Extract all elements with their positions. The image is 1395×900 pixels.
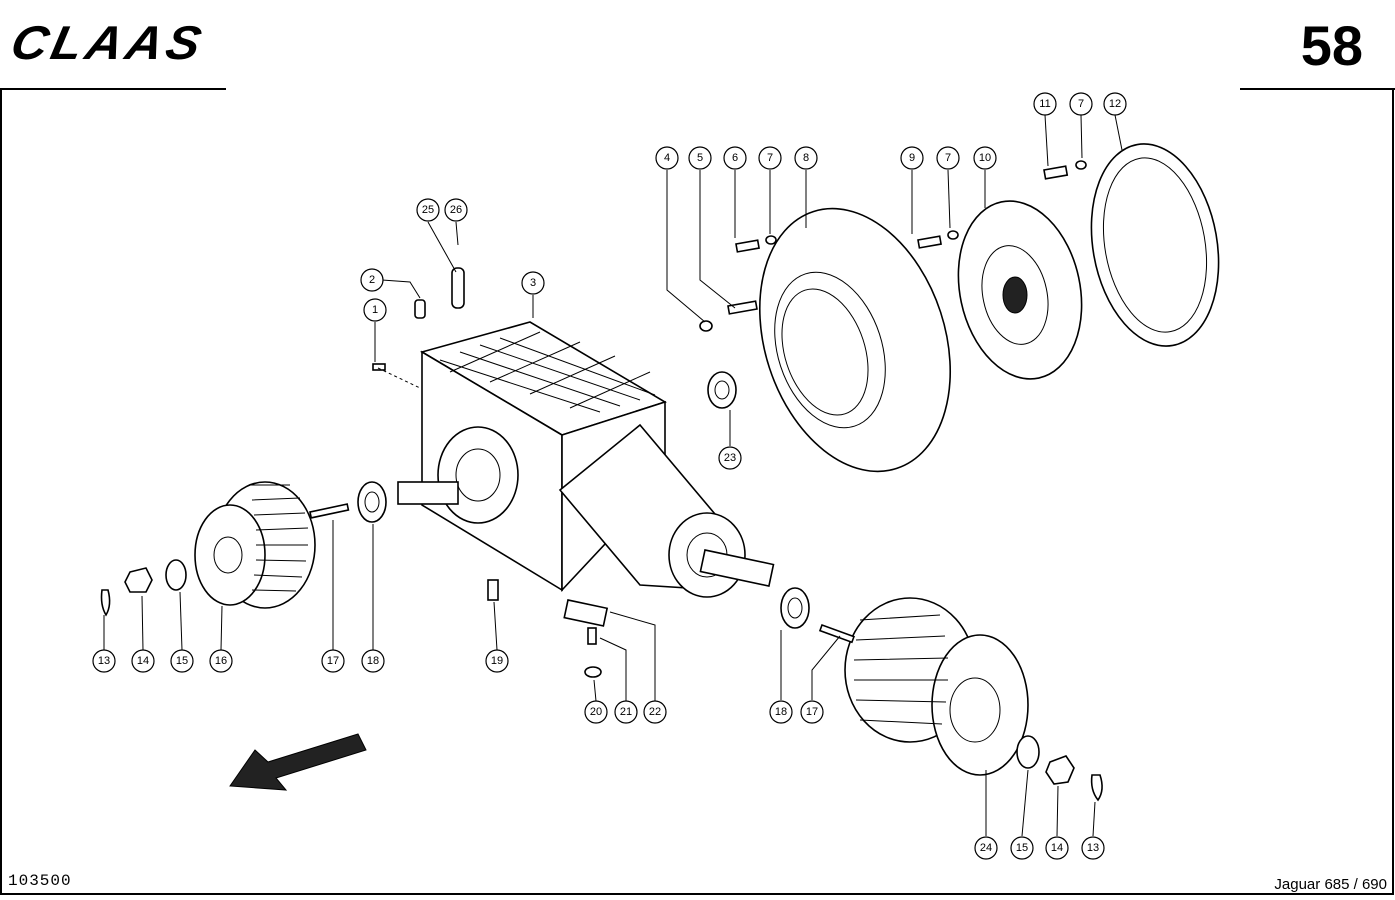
- callout-15: 15: [170, 649, 194, 673]
- callout-7b: 7: [936, 146, 960, 170]
- right-pulley-part-24: [844, 597, 1029, 776]
- svg-text:8: 8: [803, 152, 809, 164]
- page-number: 58: [1300, 14, 1363, 77]
- svg-text:23: 23: [724, 452, 736, 464]
- callout-17: 17: [321, 649, 345, 673]
- clutch-disc-part-10: [957, 200, 1083, 380]
- callout-23: 23: [718, 446, 742, 470]
- svg-text:26: 26: [450, 204, 462, 216]
- callout-25: 25: [416, 198, 440, 222]
- svg-text:15: 15: [176, 655, 188, 667]
- callout-9: 9: [900, 146, 924, 170]
- callout-14b: 14: [1045, 836, 1069, 860]
- svg-text:25: 25: [422, 204, 434, 216]
- svg-text:7: 7: [767, 152, 773, 164]
- svg-text:18: 18: [775, 706, 787, 718]
- svg-text:16: 16: [215, 655, 227, 667]
- frame-top-right-rule: [1240, 88, 1395, 90]
- svg-text:13: 13: [1087, 842, 1099, 854]
- callout-13: 13: [92, 649, 116, 673]
- callout-26: 26: [444, 198, 468, 222]
- frame-left-border: [0, 88, 2, 894]
- callout-11: 11: [1033, 92, 1057, 116]
- flywheel-housing-part-8: [758, 207, 952, 473]
- callout-18b: 18: [769, 700, 793, 724]
- callout-20: 20: [584, 700, 608, 724]
- callout-13b: 13: [1081, 836, 1105, 860]
- callout-21: 21: [614, 700, 638, 724]
- callout-24: 24: [974, 836, 998, 860]
- front-flange-shaft: [397, 426, 519, 524]
- rear-cone-housing: [558, 423, 775, 598]
- left-pulley-part-16: [194, 481, 316, 609]
- svg-text:18: 18: [367, 655, 379, 667]
- callout-22: 22: [643, 700, 667, 724]
- callout-5: 5: [688, 146, 712, 170]
- callout-7: 7: [758, 146, 782, 170]
- svg-text:24: 24: [980, 842, 992, 854]
- svg-text:17: 17: [806, 706, 818, 718]
- svg-text:17: 17: [327, 655, 339, 667]
- svg-text:4: 4: [664, 152, 670, 164]
- svg-text:2: 2: [369, 274, 375, 286]
- svg-text:13: 13: [98, 655, 110, 667]
- svg-text:3: 3: [530, 277, 536, 289]
- callout-8: 8: [794, 146, 818, 170]
- callout-7c: 7: [1069, 92, 1093, 116]
- svg-text:20: 20: [590, 706, 602, 718]
- svg-text:22: 22: [649, 706, 661, 718]
- leader-lines: [103, 114, 1123, 837]
- model-label: Jaguar 685 / 690: [1274, 876, 1387, 893]
- svg-text:19: 19: [491, 655, 503, 667]
- frame-top-left-rule: [0, 88, 226, 90]
- callout-17b: 17: [800, 700, 824, 724]
- callout-15b: 15: [1010, 836, 1034, 860]
- svg-text:11: 11: [1039, 98, 1050, 110]
- callout-4: 4: [655, 146, 679, 170]
- washers-and-fasteners: [100, 160, 1103, 802]
- svg-text:1: 1: [372, 304, 378, 316]
- callout-2: 2: [360, 268, 384, 292]
- callout-10: 10: [973, 146, 997, 170]
- svg-text:21: 21: [620, 706, 632, 718]
- document-number: 103500: [8, 872, 72, 890]
- callout-16: 16: [209, 649, 233, 673]
- callout-19: 19: [485, 649, 509, 673]
- svg-text:6: 6: [732, 152, 738, 164]
- direction-arrow: [229, 733, 367, 791]
- frame-bottom-border: [0, 893, 1394, 895]
- svg-text:14: 14: [137, 655, 149, 667]
- svg-text:5: 5: [697, 152, 703, 164]
- svg-text:15: 15: [1016, 842, 1028, 854]
- cover-ring-part-12: [1090, 143, 1220, 347]
- callout-6: 6: [723, 146, 747, 170]
- svg-text:10: 10: [979, 152, 991, 164]
- svg-text:9: 9: [909, 152, 915, 164]
- callout-3: 3: [521, 271, 545, 295]
- svg-text:12: 12: [1109, 98, 1121, 110]
- callout-12: 12: [1103, 92, 1127, 116]
- svg-text:7: 7: [1078, 98, 1084, 110]
- callout-18: 18: [361, 649, 385, 673]
- svg-text:7: 7: [945, 152, 951, 164]
- svg-text:14: 14: [1051, 842, 1063, 854]
- callout-14: 14: [131, 649, 155, 673]
- callout-1: 1: [363, 298, 387, 322]
- frame-right-border: [1392, 88, 1394, 894]
